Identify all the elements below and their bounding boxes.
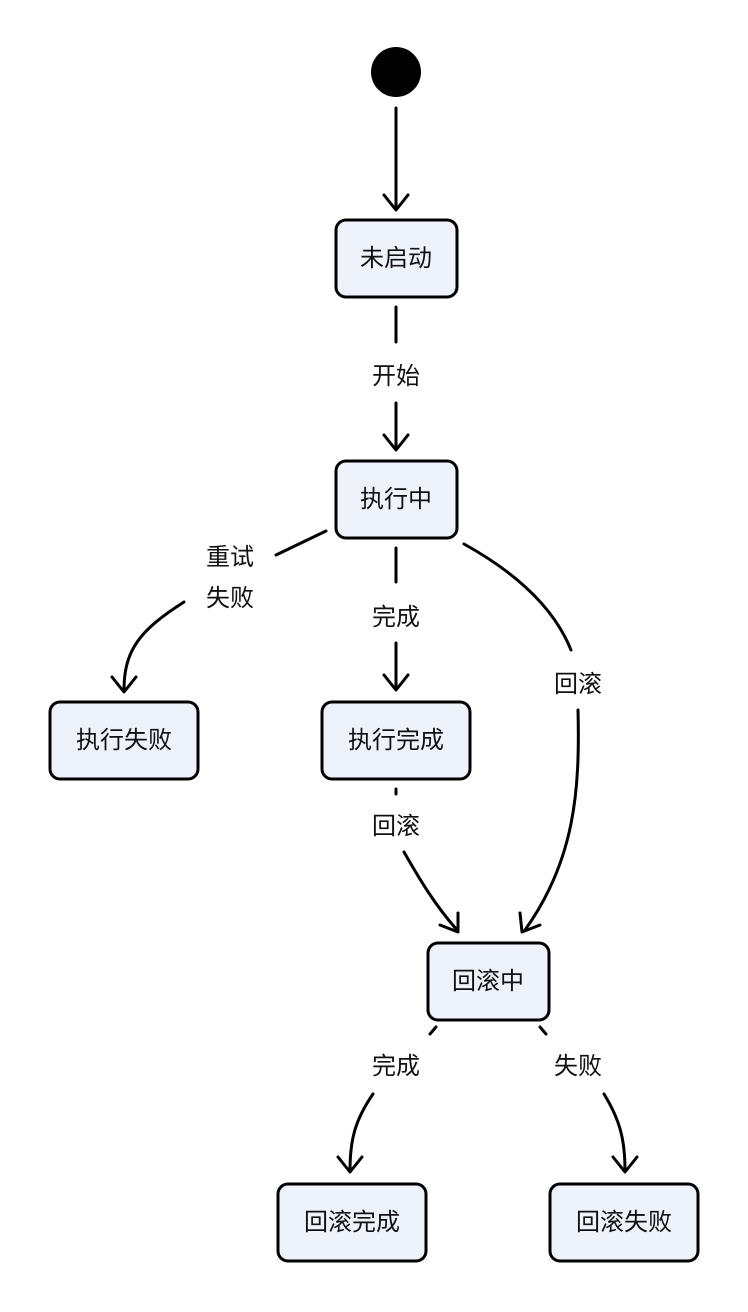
edge-label-retry-line1: 重试: [206, 543, 254, 571]
edge-labels: 开始 重试 失败 完成 回滚 回滚 完成 失败: [206, 362, 602, 1080]
edges: [110, 106, 639, 1174]
state-exec-failed: 执行失败: [48, 700, 200, 781]
state-rollback-done: 回滚完成: [276, 1182, 428, 1263]
state-label: 回滚完成: [304, 1208, 400, 1236]
state-label: 执行完成: [348, 726, 444, 754]
state-label: 回滚失败: [576, 1208, 672, 1236]
edge-rollback-complete: [336, 1025, 438, 1174]
edge-complete: [382, 546, 410, 692]
state-exec-done: 执行完成: [320, 700, 472, 781]
edge-label-rollback-complete: 完成: [372, 1052, 420, 1080]
initial-state-marker: [371, 47, 421, 97]
edge-initial-to-idle: [382, 106, 410, 212]
edge-label-complete: 完成: [372, 603, 420, 631]
edge-label-rollback-fail: 失败: [554, 1052, 602, 1080]
state-label: 未启动: [360, 244, 432, 272]
state-rolling-back: 回滚中: [426, 941, 551, 1022]
state-label: 执行失败: [76, 726, 172, 754]
edge-rollback-from-running: [462, 542, 580, 934]
edge-rollback-fail: [538, 1025, 639, 1174]
edge-rollback-from-done: [394, 787, 460, 934]
edge-label-rollback-from-done: 回滚: [372, 812, 420, 840]
edge-retry-fail: [110, 529, 328, 694]
edge-label-start: 开始: [372, 362, 420, 390]
state-label: 回滚中: [452, 967, 524, 995]
edge-label-retry-line2: 失败: [206, 584, 254, 612]
edge-label-rollback-from-running: 回滚: [554, 670, 602, 698]
state-running: 执行中: [334, 459, 459, 540]
state-label: 执行中: [360, 485, 432, 513]
state-idle: 未启动: [334, 218, 459, 299]
edge-start: [382, 305, 410, 452]
state-rollback-failed: 回滚失败: [548, 1182, 700, 1263]
